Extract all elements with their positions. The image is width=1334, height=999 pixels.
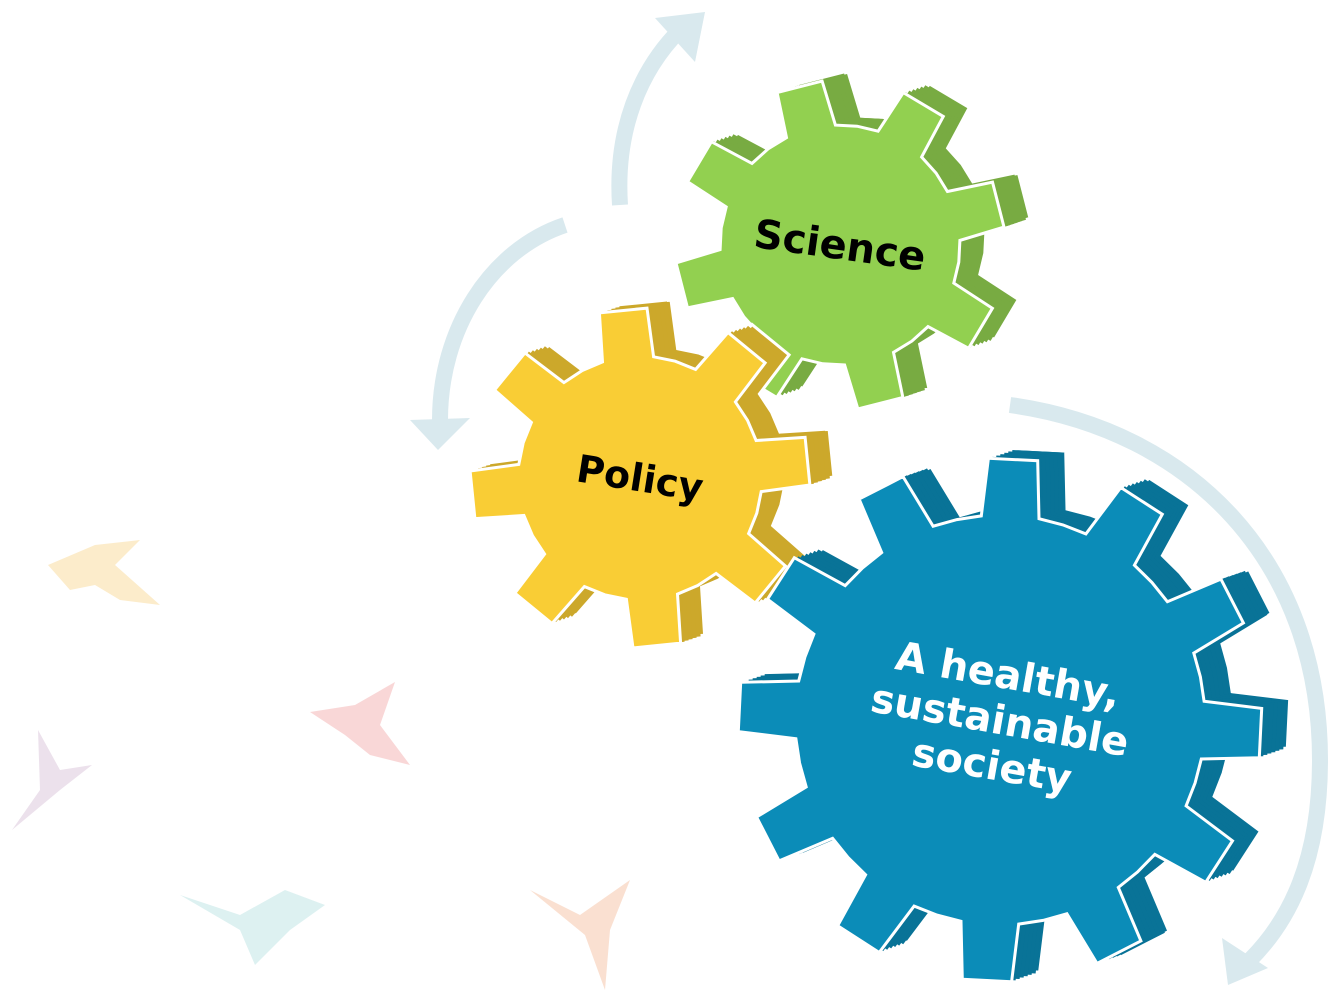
background-birds — [12, 540, 630, 990]
gear-face — [674, 79, 1006, 411]
cycle-arrows — [410, 12, 1329, 985]
arrow-arc-right — [1008, 397, 1329, 966]
gear-society: A healthy,sustainablesociety — [736, 447, 1292, 984]
gear-science: Science — [674, 70, 1032, 411]
arrow-head-left — [410, 418, 470, 450]
origami-bird-icon-purple — [12, 730, 92, 830]
origami-bird-icon-red — [310, 682, 410, 765]
gear-face — [736, 456, 1264, 984]
gear-policy: Policy — [468, 298, 836, 650]
arrow-head-right — [1222, 938, 1268, 985]
gear-face — [468, 306, 812, 650]
arrow-arc-left — [432, 217, 568, 421]
origami-bird-icon-yellow — [48, 540, 160, 605]
arrow-arc-top — [611, 24, 686, 206]
origami-bird-icon-orange — [530, 880, 630, 990]
arrow-head-top — [655, 12, 705, 62]
origami-bird-icon-teal — [180, 890, 325, 965]
